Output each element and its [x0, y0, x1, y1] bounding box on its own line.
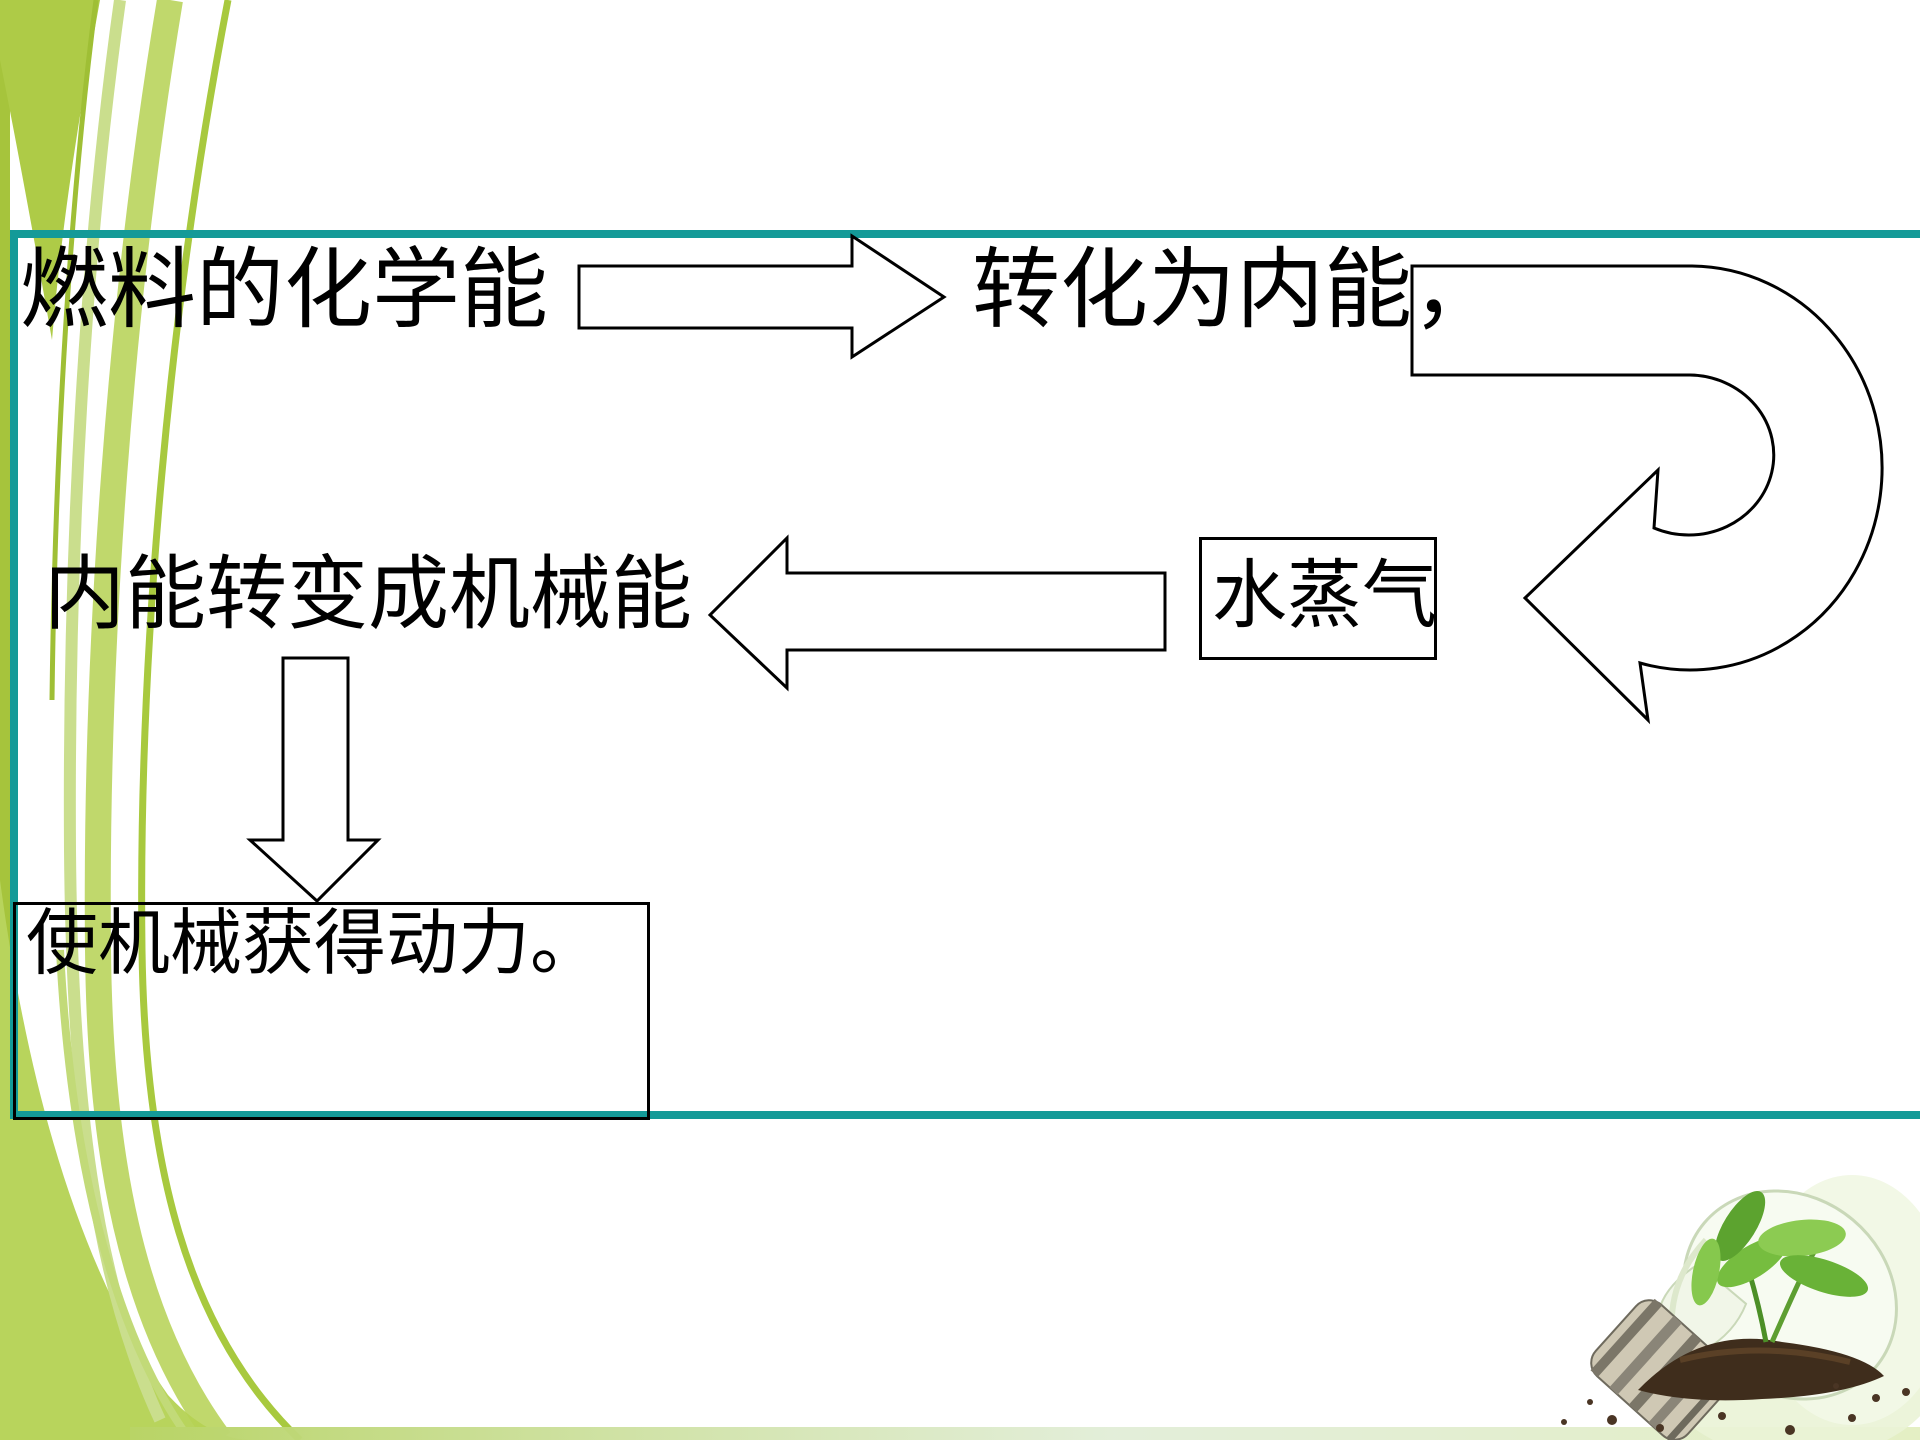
result-box — [13, 902, 650, 1120]
steam-label: 水蒸气 — [1212, 555, 1438, 638]
machine-power-label: 使机械获得动力。 — [26, 904, 603, 984]
diagram-frame — [10, 230, 1920, 1119]
internal-to-mechanical-energy-label: 内能转变成机械能 — [44, 550, 693, 640]
green-swoosh-decoration — [0, 0, 303, 1440]
converted-to-internal-energy-label: 转化为内能， — [972, 243, 1501, 340]
lightbulb-seedling-image — [1561, 1175, 1920, 1440]
fuel-chemical-energy-label: 燃料的化学能 — [20, 243, 549, 340]
bottom-green-bar — [130, 1427, 1920, 1440]
